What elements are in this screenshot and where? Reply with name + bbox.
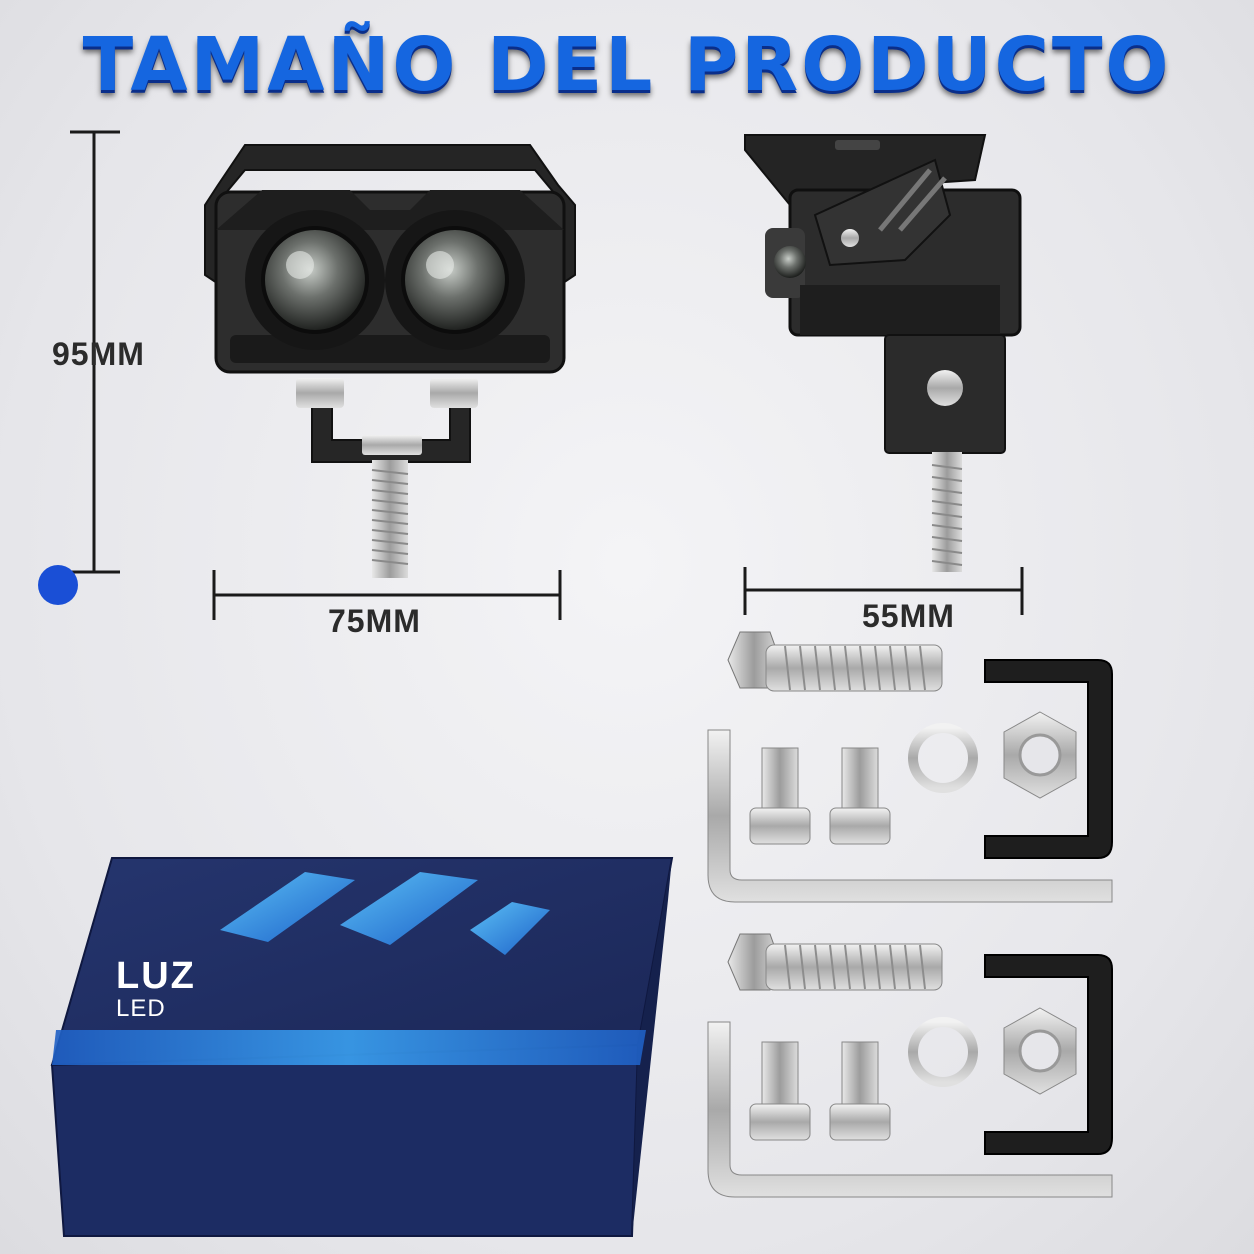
height-label: 95MM	[52, 336, 145, 372]
u-bracket-icon	[984, 659, 1113, 859]
u-bracket-icon	[984, 954, 1113, 1155]
allen-screw-icon	[829, 807, 891, 845]
depth-label: 55MM	[862, 598, 955, 634]
depth-dimension-line	[743, 567, 1024, 615]
side-view-light-icon	[744, 134, 1022, 572]
width-label: 75MM	[328, 603, 421, 639]
allen-screw-icon	[749, 807, 811, 845]
washer-icon	[908, 1017, 978, 1087]
washer-icon	[908, 723, 978, 793]
product-box-icon	[50, 857, 674, 1237]
front-view-light-icon	[204, 144, 576, 578]
allen-screw-icon	[749, 1103, 811, 1141]
allen-key-icon	[707, 729, 1113, 903]
box-brand-name: LUZ	[116, 955, 196, 997]
page-title: TAMAÑO DEL PRODUCTO	[82, 22, 1172, 108]
width-dimension-line	[212, 570, 562, 620]
height-dimension-line	[70, 130, 120, 574]
blue-dot	[38, 565, 78, 605]
allen-screw-icon	[829, 1103, 891, 1141]
allen-key-icon	[707, 1021, 1113, 1198]
hardware-kit-2	[707, 933, 1113, 1198]
box-brand-sub: LED	[116, 995, 166, 1022]
hardware-kit-1	[707, 631, 1113, 903]
